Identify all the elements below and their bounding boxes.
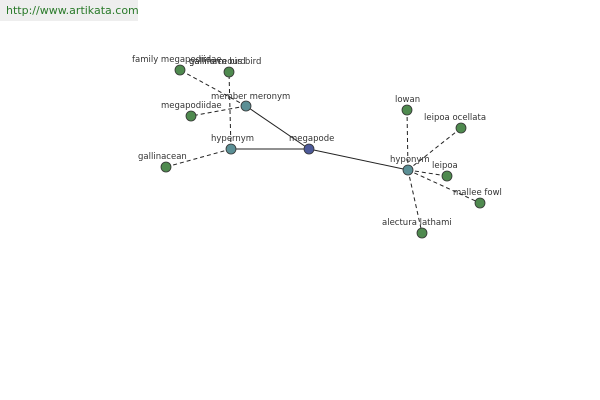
edge-hyponym-leipoa-ocellata — [407, 127, 462, 171]
edge-megapode-hyponym — [308, 148, 409, 171]
label-mallee-fowl[interactable]: mallee fowl — [453, 188, 502, 198]
edge-hypernym-gallinacean — [165, 148, 232, 168]
graph-edges — [165, 69, 481, 234]
label-family-megapodiidae[interactable]: family megapodiidae — [132, 55, 222, 65]
node-member-meronym[interactable] — [240, 100, 252, 112]
node-family-megapodiidae[interactable] — [174, 64, 186, 76]
label-hyponym[interactable]: hyponym — [390, 155, 430, 165]
edge-megapode-meronym — [245, 105, 310, 150]
label-galliform-bird[interactable]: galliform bird — [189, 57, 246, 67]
label-gallinacean[interactable]: gallinacean — [138, 152, 187, 162]
label-megapodiidae[interactable]: megapodiidae — [161, 101, 222, 111]
node-megapode[interactable] — [303, 143, 315, 155]
node-hyponym[interactable] — [402, 164, 414, 176]
node-leipoa[interactable] — [441, 170, 453, 182]
node-hypernym[interactable] — [225, 143, 237, 155]
edge-hypernym-galliform — [228, 71, 232, 150]
node-lowan[interactable] — [401, 104, 413, 116]
node-mallee-fowl[interactable] — [474, 197, 486, 209]
graph-nodes — [160, 64, 486, 239]
edge-hyponym-mallee-fowl — [407, 169, 481, 204]
edge-meronym-family — [179, 69, 247, 107]
label-leipoa[interactable]: leipoa — [432, 161, 458, 171]
edge-hyponym-lowan — [406, 109, 409, 171]
source-url-banner[interactable]: http://www.artikata.com — [0, 0, 139, 21]
graph-labels: family megapodiidae galliform bird galli… — [132, 55, 502, 228]
label-leipoa-ocellata[interactable]: leipoa ocellata — [424, 113, 486, 123]
edge-hyponym-alectura — [407, 169, 423, 234]
label-member-meronym[interactable]: member meronym — [211, 92, 290, 102]
label-hypernym[interactable]: hypernym — [211, 134, 254, 144]
label-alectura-lathami[interactable]: alectura lathami — [382, 218, 452, 228]
node-alectura-lathami[interactable] — [416, 227, 428, 239]
edge-meronym-megapodiidae — [190, 105, 247, 117]
label-gallinaceous-bird[interactable]: gallinaceous bird — [189, 57, 261, 67]
node-megapodiidae[interactable] — [185, 110, 197, 122]
label-megapode[interactable]: megapode — [289, 134, 334, 144]
node-gallinacean[interactable] — [160, 161, 172, 173]
label-lowan[interactable]: lowan — [395, 95, 420, 105]
node-galliform-bird[interactable] — [223, 66, 235, 78]
node-leipoa-ocellata[interactable] — [455, 122, 467, 134]
